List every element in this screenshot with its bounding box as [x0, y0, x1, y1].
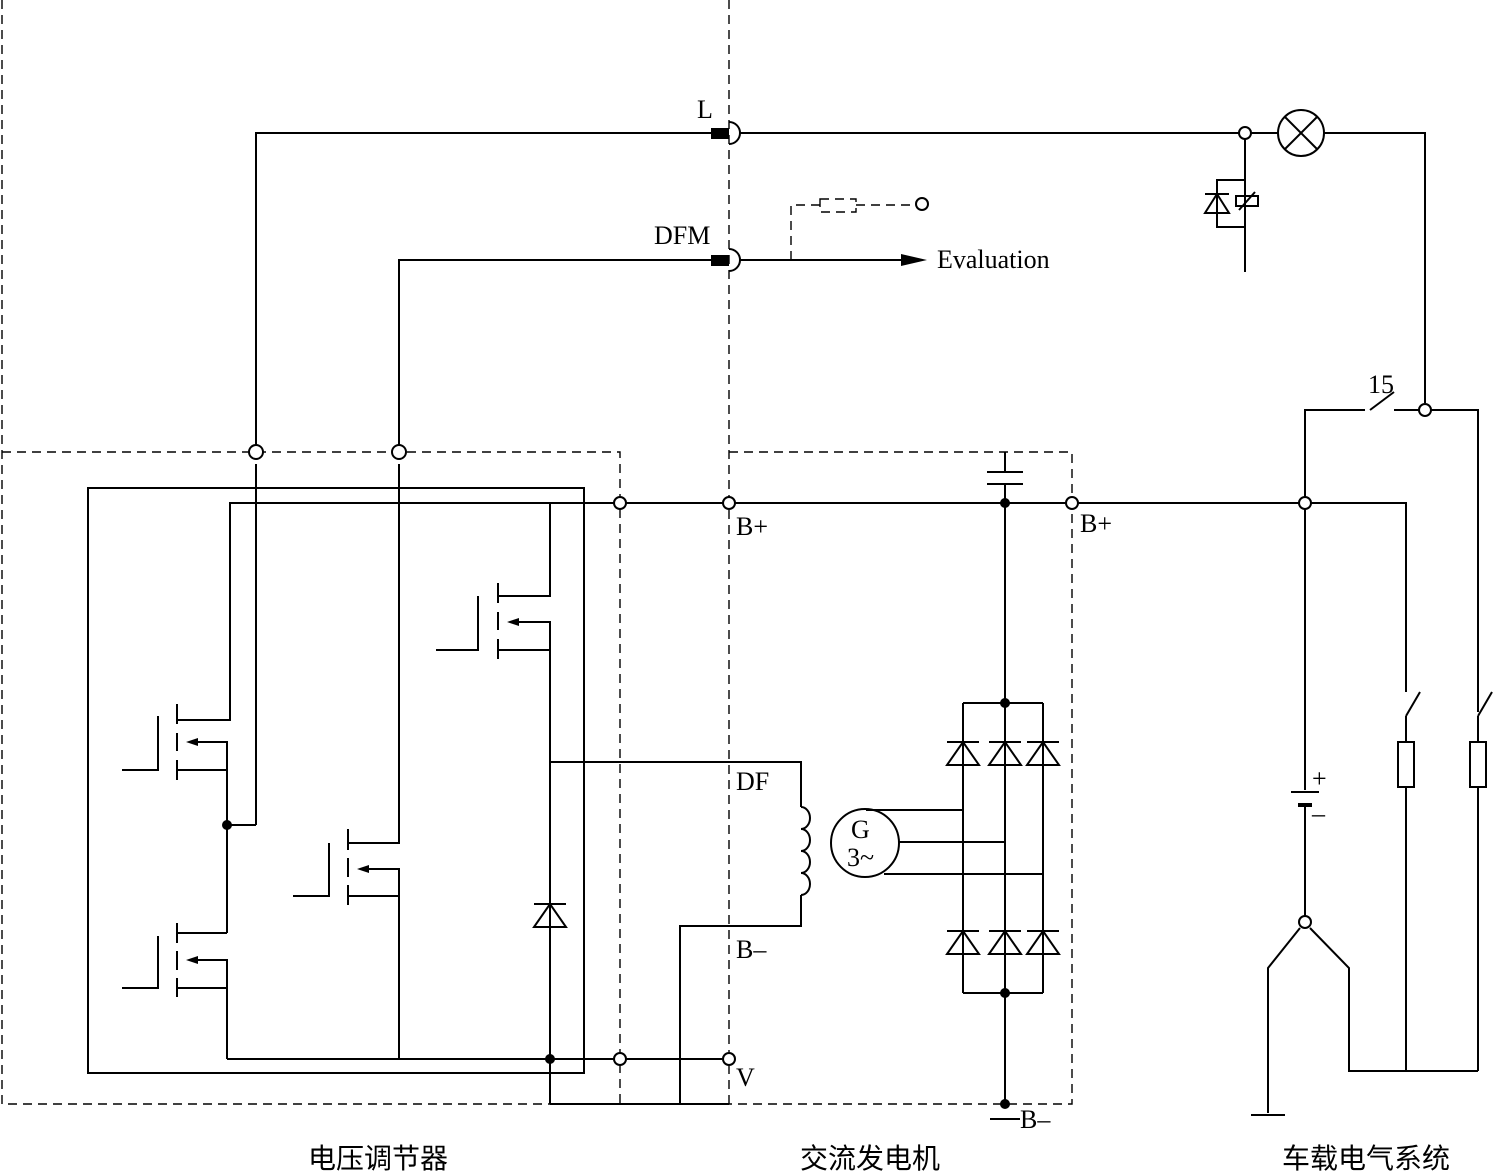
load-switch-1-icon: [1405, 691, 1421, 717]
relay-terminal: [1238, 126, 1252, 140]
regulator-v-terminal: [613, 1052, 627, 1066]
l-connector-pin: [711, 128, 729, 139]
label-dfm: DFM: [654, 221, 710, 250]
transistor-upper-left-icon: [122, 700, 231, 780]
rectifier-bridge: [866, 503, 1061, 1120]
battery-icon: [1291, 791, 1319, 807]
generator-icon: [830, 808, 900, 878]
v-connector-terminal: [722, 1052, 736, 1066]
system-b-plus-terminal: [1298, 496, 1312, 510]
l-terminal-circuit: [255, 109, 1426, 452]
caption-alternator: 交流发电机: [800, 1142, 940, 1175]
junctions: [222, 498, 1010, 1109]
dfm-connector-socket: [728, 248, 741, 272]
regulator-box: [87, 487, 585, 1074]
label-b-minus-regulator: B–: [736, 935, 767, 964]
freewheel-diode-icon: [532, 902, 568, 928]
optional-resistor: [819, 198, 857, 213]
label-evaluation: Evaluation: [937, 245, 1050, 274]
l-junction-terminal: [248, 444, 264, 460]
load-resistor-1-icon: [1397, 741, 1415, 788]
field-coil-icon: [679, 806, 811, 1104]
b-plus-connector-terminal: [722, 496, 736, 510]
capacitor-icon: [987, 452, 1023, 503]
warning-lamp-icon: [1277, 109, 1325, 157]
label-b-minus-ground: B–: [1020, 1105, 1051, 1134]
label-battery-plus: +: [1312, 764, 1327, 793]
label-generator-phase: 3~: [847, 843, 874, 872]
dfm-connector-pin: [711, 255, 729, 266]
lower-diodes-icon: [945, 929, 1061, 955]
relay-icon: [1203, 139, 1259, 272]
regulator-outer-boundary: [1, 0, 729, 1105]
label-b-plus-regulator: B+: [736, 512, 768, 541]
label-generator-g: G: [851, 815, 870, 844]
transistor-upper-right-icon: [436, 503, 551, 659]
transistor-middle-icon: [293, 464, 400, 905]
upper-diodes-icon: [945, 740, 1061, 766]
b-plus-bus: [229, 452, 1407, 700]
evaluation-arrow-icon: [901, 254, 927, 266]
alternator-b-plus-terminal: [1065, 496, 1079, 510]
label-switch-15: 15: [1368, 370, 1394, 399]
caption-vehicle-electrical-system: 车载电气系统: [1282, 1142, 1450, 1175]
optional-terminal: [915, 197, 929, 211]
vehicle-system: [1251, 391, 1493, 1116]
regulator-internals: [122, 464, 802, 1105]
ground-terminal: [1298, 915, 1312, 929]
dfm-terminal-circuit: [398, 197, 929, 452]
label-battery-minus: –: [1311, 799, 1326, 828]
label-l: L: [697, 95, 713, 124]
l-connector-socket: [728, 121, 741, 145]
caption-voltage-regulator: 电压调节器: [308, 1142, 448, 1175]
text-labels: L DFM Evaluation B+ B+ DF B– V B– 15 G 3…: [654, 95, 1394, 1134]
ignition-switch-icon: [1369, 391, 1395, 411]
captions: 电压调节器 交流发电机 车载电气系统: [308, 1142, 1450, 1175]
switch-15-terminal: [1418, 403, 1432, 417]
terminals: [248, 444, 1312, 1066]
regulator-b-plus-terminal: [613, 496, 627, 510]
dfm-junction-terminal: [391, 444, 407, 460]
label-b-plus-alternator: B+: [1080, 509, 1112, 538]
dashed-boundaries: [1, 0, 1073, 1105]
load-switch-2-icon: [1477, 691, 1493, 717]
label-v: V: [736, 1063, 755, 1092]
alternator-boundary: [729, 451, 1073, 1105]
load-resistor-2-icon: [1469, 741, 1487, 788]
transistor-lower-left-icon: [122, 923, 228, 997]
label-df: DF: [736, 767, 769, 796]
regulator-inner-boundary: [2, 451, 621, 1104]
